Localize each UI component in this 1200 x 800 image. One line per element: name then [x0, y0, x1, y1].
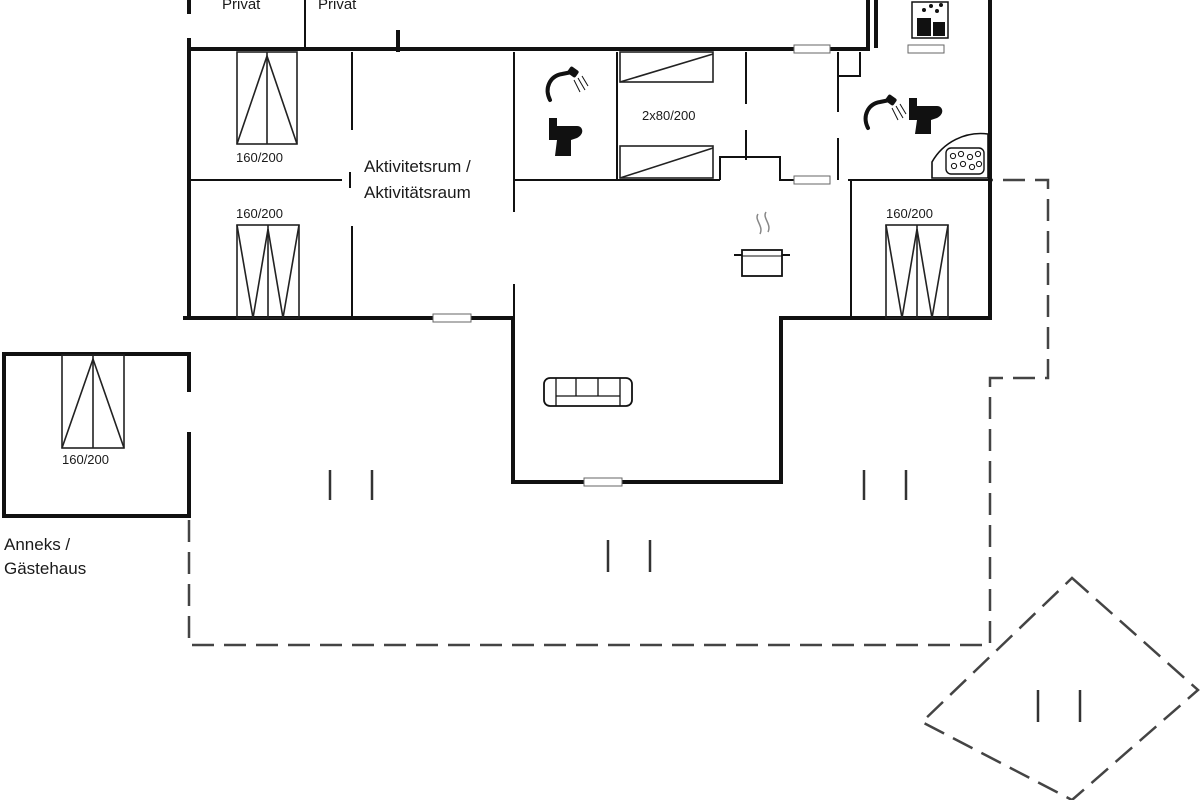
door-entrance — [793, 44, 831, 54]
washing-machine-icon — [911, 1, 949, 39]
whirlpool-icon — [931, 132, 989, 179]
bed-nw-size: 160/200 — [236, 150, 283, 165]
door-utility — [907, 44, 945, 54]
annex-building: 160/200 — [2, 352, 194, 518]
bed-w-size: 160/200 — [236, 206, 283, 221]
label-annex-line1: Anneks / — [4, 535, 70, 554]
bed-e-size: 160/200 — [886, 206, 933, 221]
door-living-room — [583, 477, 623, 487]
label-privat-1: Privat — [222, 0, 261, 13]
bed-annex-size: 160/200 — [62, 452, 109, 467]
bed-e: 160/200 — [885, 206, 949, 319]
bed-w: 160/200 — [236, 206, 300, 319]
toilet-icon — [549, 118, 583, 156]
label-annex-line2: Gästehaus — [4, 559, 86, 578]
bed-nw: 160/200 — [236, 51, 298, 165]
terrace-outline — [187, 178, 1200, 800]
door-bunk-room — [432, 313, 472, 323]
cooking-pot-icon — [734, 211, 790, 277]
label-privat-2: Privat — [318, 0, 357, 13]
label-activity-room-line1: Aktivitetsrum / — [364, 157, 471, 176]
bed-bunk-size: 2x80/200 — [642, 108, 696, 123]
label-activity-room: Aktivitetsrum / Aktivitätsraum — [364, 157, 475, 202]
label-annex: Anneks / Gästehaus — [4, 535, 86, 578]
terrace-diamond — [919, 576, 1200, 800]
shower-icon — [545, 66, 589, 102]
interior-walls — [189, 0, 990, 316]
sofa-icon — [543, 377, 633, 407]
label-activity-room-line2: Aktivitätsraum — [364, 183, 471, 202]
toilet-icon-2 — [909, 98, 943, 134]
top-cutoff-area: Privat Privat — [187, 0, 992, 52]
terrace-markers — [328, 470, 1082, 722]
bed-bunk: 2x80/200 — [619, 51, 714, 179]
shower-icon-2 — [863, 94, 907, 130]
